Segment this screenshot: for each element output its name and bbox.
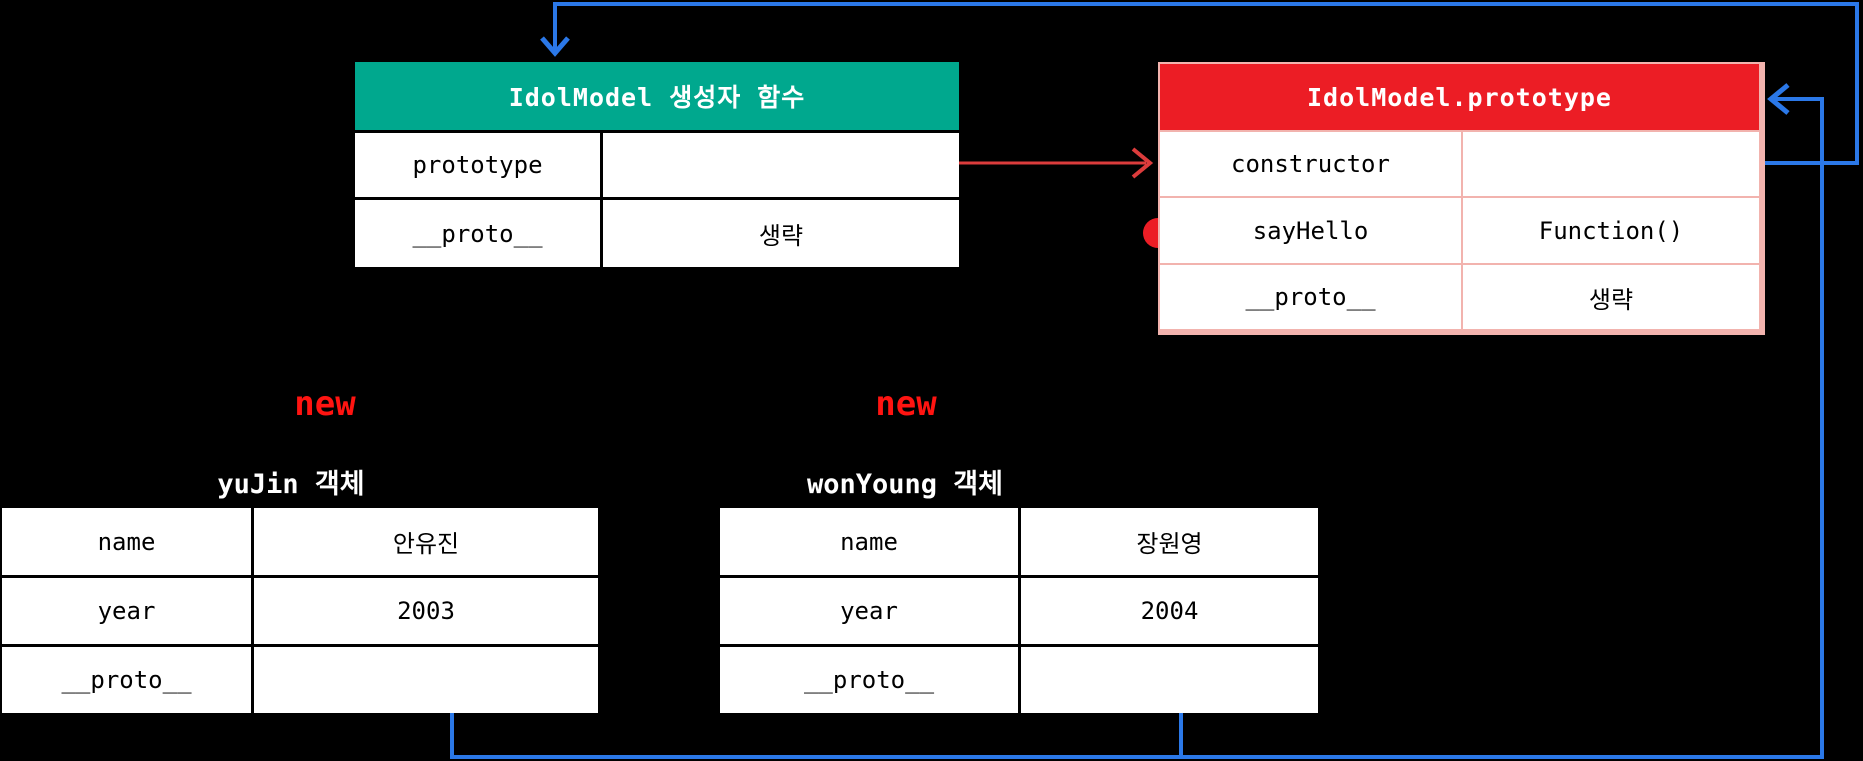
yujin-object-table: name 안유진 year 2003 __proto__: [2, 508, 598, 713]
proto-row-proto-value: 생략: [1463, 265, 1759, 329]
proto-row-sayhello-value: Function(): [1463, 198, 1759, 263]
yujin-row-proto-value: [254, 647, 598, 713]
proto-row-constructor-value: [1463, 132, 1759, 196]
wonyoung-row-proto-value: [1021, 647, 1318, 713]
wonyoung-row-year-key: year: [720, 578, 1018, 644]
yujin-row-name-key: name: [2, 508, 251, 575]
idolmodel-prototype-table-title: IdolModel.prototype: [1160, 64, 1759, 130]
func-row-prototype-value: [603, 133, 959, 197]
yujin-row-year-value: 2003: [254, 578, 598, 644]
proto-row-proto-key: __proto__: [1160, 265, 1461, 329]
arrowhead-down-icon: [540, 36, 570, 57]
wonyoung-row-name-value: 장원영: [1021, 508, 1318, 575]
arrowhead-right-icon: [1131, 147, 1154, 179]
yujin-row-year-key: year: [2, 578, 251, 644]
yujin-row-proto-key: __proto__: [2, 647, 251, 713]
wonyoung-object-table: name 장원영 year 2004 __proto__: [720, 508, 1318, 713]
proto-row-sayhello-key: sayHello: [1160, 198, 1461, 263]
wonyoung-object-title: wonYoung 객체: [807, 469, 1003, 500]
wonyoung-row-name-key: name: [720, 508, 1018, 575]
wonyoung-row-proto-key: __proto__: [720, 647, 1018, 713]
idolmodel-function-table-title: IdolModel 생성자 함수: [355, 62, 959, 130]
idolmodel-prototype-table: IdolModel.prototype constructor sayHello…: [1158, 62, 1765, 335]
func-row-proto-key: __proto__: [355, 200, 600, 267]
wonyoung-row-year-value: 2004: [1021, 578, 1318, 644]
func-row-proto-value: 생략: [603, 200, 959, 267]
new-keyword-yujin: new: [294, 384, 356, 424]
yujin-row-name-value: 안유진: [254, 508, 598, 575]
proto-row-constructor-key: constructor: [1160, 132, 1461, 196]
func-row-prototype-key: prototype: [355, 133, 600, 197]
new-keyword-wonyoung: new: [875, 384, 937, 424]
yujin-object-title: yuJin 객체: [217, 469, 365, 500]
arrowhead-left-icon: [1767, 83, 1790, 115]
idolmodel-function-table: IdolModel 생성자 함수 prototype __proto__ 생략: [355, 62, 959, 267]
